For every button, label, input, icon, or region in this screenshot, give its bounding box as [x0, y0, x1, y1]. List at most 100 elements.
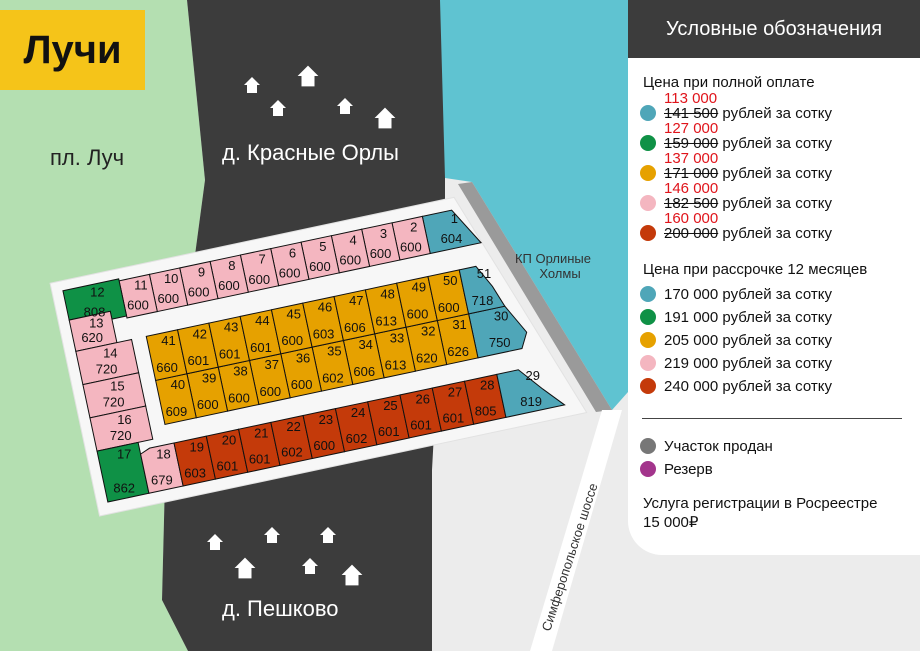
plot-area: 601 [219, 347, 241, 362]
plot-number: 21 [254, 426, 268, 441]
plot-area: 600 [370, 246, 392, 261]
plot-area: 620 [81, 330, 103, 345]
plot-number: 1 [451, 211, 458, 226]
install-price: 240 000 рублей за сотку [664, 378, 832, 395]
plot-area: 601 [250, 340, 272, 355]
plot-number: 48 [380, 286, 394, 301]
village-top-label: д. Красные Орлы [222, 140, 399, 165]
plot-number: 33 [390, 330, 404, 345]
plot-area: 606 [344, 320, 366, 335]
plot-number: 12 [90, 285, 104, 300]
plot-area: 600 [400, 240, 422, 255]
plot-area: 600 [309, 259, 331, 274]
plot-number: 46 [318, 300, 332, 315]
plot-area: 660 [156, 360, 178, 375]
plot-number: 5 [319, 239, 326, 254]
plot-number: 7 [259, 252, 266, 267]
plot-number: 11 [134, 277, 148, 292]
plot-29[interactable] [496, 362, 566, 418]
old-price: 200 000 [664, 225, 719, 242]
plot-number: 30 [494, 308, 508, 323]
unit: рублей за сотку [722, 225, 832, 242]
plot-area: 600 [259, 384, 281, 399]
house-icon [234, 557, 256, 579]
reserve-label: Резерв [664, 461, 713, 478]
legend-install-green: 191 000 рублей за сотку [640, 309, 832, 326]
red-dot-icon [640, 225, 656, 241]
plot-area: 808 [84, 305, 106, 320]
install-price: 170 000 рублей за сотку [664, 286, 832, 303]
plot-number: 9 [198, 265, 205, 280]
house-icon [270, 100, 286, 116]
plot-area: 600 [157, 291, 179, 306]
plot-number: 27 [448, 385, 462, 400]
old-price: 159 000 [664, 135, 719, 152]
pink-dot-icon [640, 195, 656, 211]
kp-label-2: Холмы [539, 266, 580, 281]
plot-area: 862 [113, 480, 135, 495]
plot-area: 718 [472, 293, 494, 308]
plot-area: 603 [184, 465, 206, 480]
house-icon [244, 77, 260, 93]
sold-dot-icon [640, 438, 656, 454]
legend-reserve: Резерв [640, 461, 713, 478]
plot-area: 750 [489, 335, 511, 350]
kp-label-1: КП Орлиные [515, 251, 591, 266]
install-price: 219 000 рублей за сотку [664, 355, 832, 372]
house-icon [341, 564, 363, 586]
house-icon [374, 107, 396, 129]
plot-number: 34 [358, 337, 372, 352]
unit: рублей за сотку [722, 135, 832, 152]
plot-area: 600 [313, 438, 335, 453]
highway-label: Симферопольское шоссе [539, 481, 601, 633]
legend-install-red: 240 000 рублей за сотку [640, 378, 832, 395]
project-title: Лучи [0, 10, 145, 90]
plot-number: 40 [171, 377, 185, 392]
plot-area: 600 [127, 298, 149, 313]
plot-number: 10 [164, 271, 178, 286]
plot-area: 600 [407, 307, 429, 322]
plot-number: 16 [117, 412, 131, 427]
installment-heading: Цена при рассрочке 12 месяцев [643, 261, 868, 278]
new-price: 146 000 [664, 180, 719, 197]
plot-area: 805 [475, 404, 497, 419]
plot-area: 600 [228, 391, 250, 406]
plot-area: 600 [291, 377, 313, 392]
plot-area: 600 [281, 333, 303, 348]
plot-number: 13 [89, 316, 103, 331]
pink-dot-icon [640, 355, 656, 371]
village-bottom-label: д. Пешково [222, 596, 339, 621]
plot-area: 601 [410, 417, 432, 432]
new-price: 160 000 [664, 210, 719, 227]
plot-number: 31 [452, 317, 466, 332]
plot-51[interactable] [458, 262, 506, 315]
plot-number: 51 [477, 266, 491, 281]
new-price: 113 000 [664, 90, 718, 107]
plot-area: 601 [442, 410, 464, 425]
plot-number: 3 [380, 226, 387, 241]
plot-number: 23 [319, 412, 333, 427]
plot-number: 44 [255, 313, 269, 328]
teal-zone [440, 0, 628, 410]
plot-number: 49 [412, 280, 426, 295]
plot-number: 41 [161, 333, 175, 348]
legend-divider [642, 418, 902, 419]
plot-number: 39 [202, 370, 216, 385]
house-icon [320, 527, 336, 543]
plot-16[interactable] [89, 405, 154, 452]
plot-area: 679 [151, 472, 173, 487]
plot-number: 6 [289, 245, 296, 260]
plot-area: 604 [441, 231, 463, 246]
plot-number: 29 [526, 368, 540, 383]
plot-number: 42 [193, 326, 207, 341]
plot-number: 28 [480, 378, 494, 393]
plot-number: 43 [224, 320, 238, 335]
